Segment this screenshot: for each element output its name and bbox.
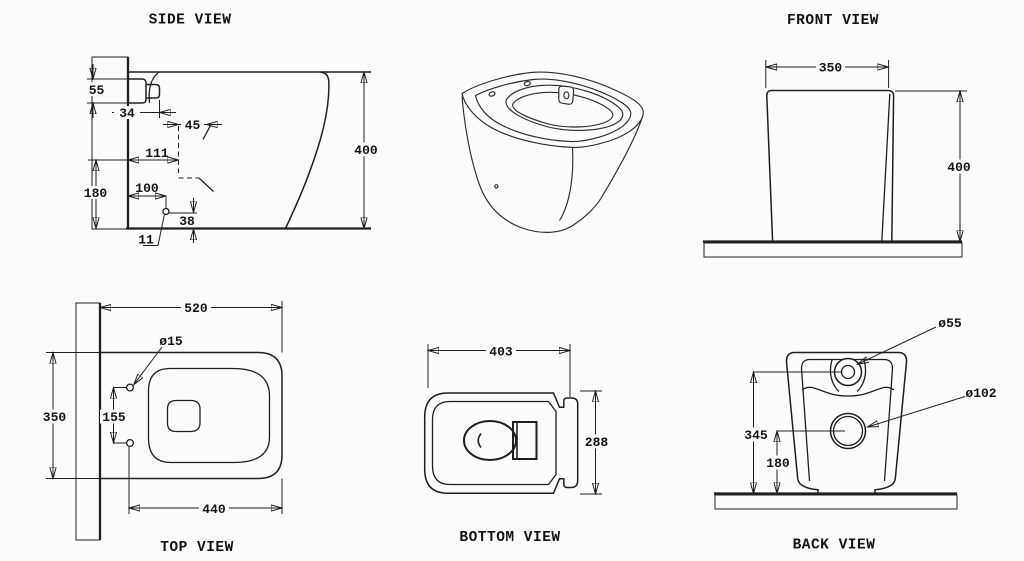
wall-hatch [91, 56, 130, 230]
top-view-title: TOP VIEW [160, 540, 234, 556]
dim-o15-label: ø15 [159, 334, 183, 349]
side-fixing-dot [494, 184, 499, 189]
dim-o55-label: ø55 [938, 316, 962, 331]
dim-back-345: 345 [741, 372, 842, 494]
dim-top-length: 520 [100, 301, 282, 353]
dim-outlet-offset: 45 [163, 118, 222, 192]
back-view: BACK VIEW 345 180 [714, 316, 997, 554]
dim-inlet-diameter: ø55 [858, 316, 962, 364]
dim-38-label: 38 [179, 214, 195, 229]
side-view-title: SIDE VIEW [149, 13, 232, 29]
back-view-title: BACK VIEW [793, 538, 876, 554]
front-crease [559, 147, 574, 221]
dim-fixing-diameter: 11 [138, 214, 165, 248]
tap-hole-right [523, 80, 531, 87]
rim-outer [461, 71, 644, 148]
inlet-spud [128, 78, 147, 104]
dim-111-label: 111 [145, 146, 169, 161]
front-view: FRONT VIEW 350 400 [703, 13, 974, 258]
dim-front-400-label: 400 [947, 160, 971, 175]
seat-opening [147, 367, 271, 464]
dim-345-label: 345 [744, 428, 768, 443]
top-view: TOP VIEW 520 350 [40, 301, 282, 556]
water-spot [166, 399, 201, 433]
bowl-opening [505, 84, 624, 131]
dim-inlet-depth: 34 [112, 100, 176, 121]
top-body [99, 351, 283, 480]
dim-hole-spacing: 155 [100, 388, 128, 444]
faucet-hole [558, 85, 575, 105]
dim-400-label: 400 [354, 143, 378, 158]
dim-11-label: 11 [138, 233, 154, 248]
perspective-view [461, 71, 644, 233]
dim-hole-diameter: ø15 [134, 334, 183, 385]
body-silhouette [461, 96, 644, 233]
rim-inner [474, 78, 632, 143]
back-body [785, 351, 908, 494]
dim-fixing-wall: 100 [128, 181, 166, 209]
dim-45-label: 45 [185, 118, 201, 133]
back-ground [714, 492, 958, 510]
top-wall-hatch [75, 302, 102, 541]
dim-34-label: 34 [119, 106, 135, 121]
dim-288-label: 288 [585, 435, 609, 450]
front-view-title: FRONT VIEW [787, 13, 879, 29]
dim-height: 400 [352, 72, 380, 229]
dim-bottom-length: 440 [129, 447, 282, 517]
front-body [766, 89, 895, 242]
bottom-view-title: BOTTOM VIEW [459, 530, 560, 546]
front-ground [703, 240, 963, 258]
dim-440-label: 440 [202, 502, 226, 517]
tap-hole-left [488, 91, 496, 97]
dim-180-label: 180 [84, 186, 108, 201]
dim-fixing-height: 180 [83, 160, 108, 229]
side-view: SIDE VIEW 55 34 [83, 13, 380, 248]
bottom-body [423, 392, 579, 495]
dim-155-label: 155 [102, 410, 126, 425]
dim-top-350-label: 350 [43, 410, 67, 425]
dim-inlet-height: 55 [85, 64, 127, 118]
dim-o102-label: ø102 [965, 386, 996, 401]
bottom-view: BOTTOM VIEW 403 288 [423, 344, 612, 546]
bowl-inner [512, 91, 614, 128]
dim-top-width: 350 [40, 353, 100, 479]
dim-100-label: 100 [135, 181, 159, 196]
fixture-profile [126, 71, 371, 230]
dim-front-height: 400 [895, 91, 974, 242]
seat-fixing-hole-bottom [125, 438, 135, 448]
dim-403-label: 403 [489, 345, 513, 360]
dim-back-180-label: 180 [766, 456, 790, 471]
dim-outlet-wall: 111 [88, 146, 179, 161]
dim-bottom-288: 288 [580, 391, 612, 494]
dim-back-180: 180 [763, 431, 845, 494]
dim-bottom-403: 403 [428, 344, 570, 397]
dim-55-label: 55 [89, 83, 105, 98]
drain-detail [463, 420, 538, 461]
dim-outlet-diameter: ø102 [868, 386, 997, 427]
seat-fixing-hole-top [125, 383, 135, 392]
dim-front-width: 350 [766, 60, 889, 88]
dim-fixing-floor: 38 [176, 198, 198, 243]
dim-front-350-label: 350 [819, 61, 843, 76]
dim-520-label: 520 [184, 301, 208, 316]
